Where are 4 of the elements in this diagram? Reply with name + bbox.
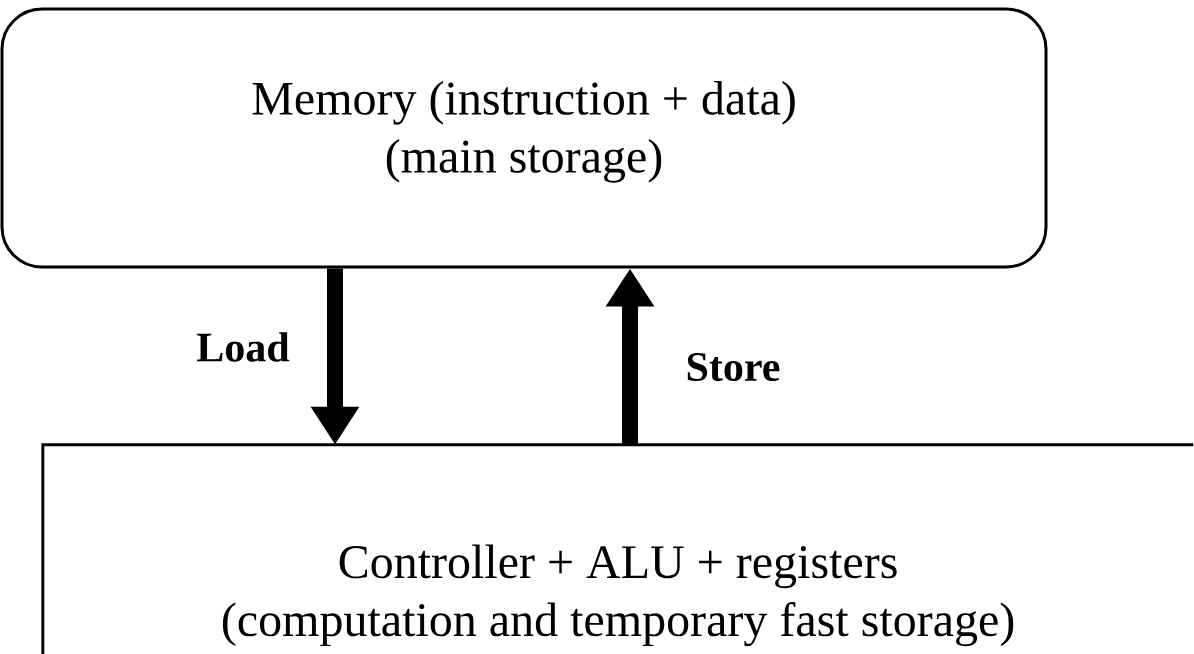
edge-label: Load [197, 332, 290, 362]
memory-box: Memory (instruction + data) (main storage) [0, 7, 1048, 269]
edge-label: Store [687, 352, 780, 382]
processor-box: Controller + ALU + registers (computation and temporary fast storage) [41, 443, 1194, 654]
